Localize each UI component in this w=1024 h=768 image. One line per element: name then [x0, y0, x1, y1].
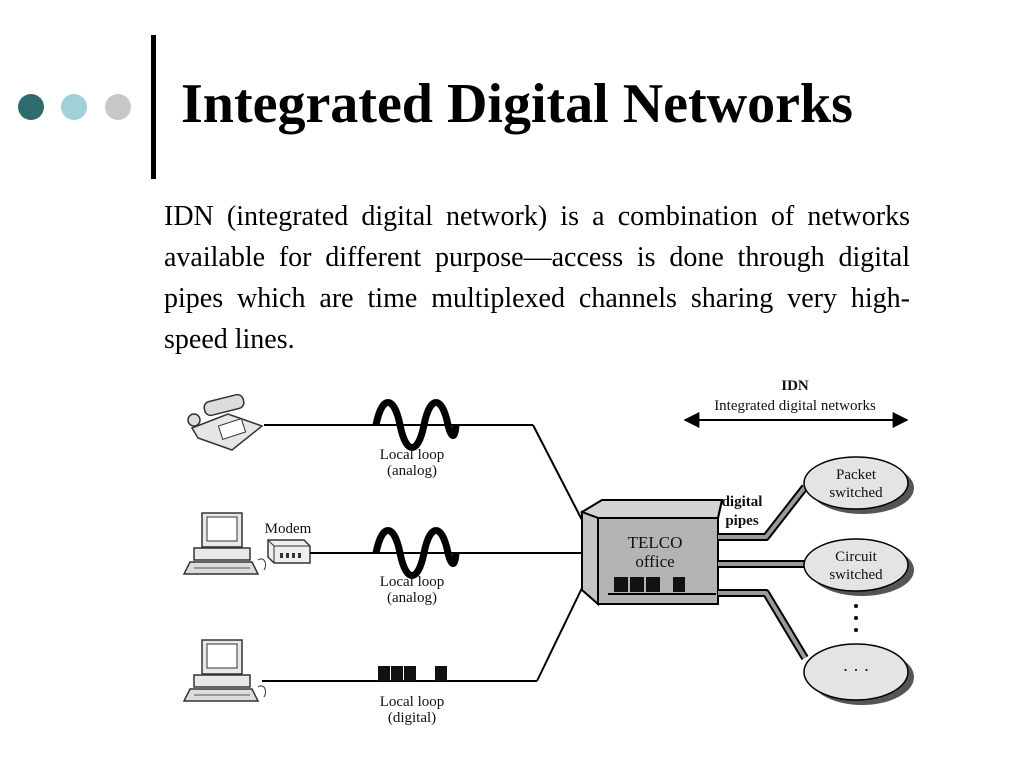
- packet-switched-network: [803, 456, 914, 514]
- telco-label-b: office: [635, 552, 674, 571]
- telco-label: TELCO: [628, 533, 683, 552]
- local-loop-analog-label-1b: (analog): [387, 463, 437, 479]
- packet-switched-label: Packet: [836, 467, 877, 483]
- dot-icon: [61, 94, 87, 120]
- vertical-ellipsis: [854, 604, 858, 632]
- telco-office-box: [579, 499, 724, 607]
- digital-pipe: [718, 589, 809, 661]
- digital-signal-icon: [378, 666, 447, 681]
- local-loop-analog-label-2b: (analog): [387, 590, 437, 606]
- telephone-icon: [187, 393, 264, 451]
- slide-title: Integrated Digital Networks: [181, 73, 853, 135]
- packet-switched-label-b: switched: [829, 485, 883, 501]
- circuit-switched-label: Circuit: [835, 549, 877, 565]
- converge-line-top: [532, 424, 583, 521]
- idn-full-label: Integrated digital networks: [714, 398, 876, 414]
- idn-diagram: IDN Integrated digital networks Local lo…: [180, 370, 920, 750]
- digital-pipes-label: digital: [722, 494, 763, 510]
- analog-wave-icon: [372, 399, 460, 451]
- local-loop-analog-label-1: Local loop: [380, 447, 445, 463]
- computer-icon: [182, 512, 267, 575]
- modem-icon: [267, 539, 311, 564]
- digital-pipe: [718, 484, 809, 541]
- local-loop-analog-label-2: Local loop: [380, 574, 445, 590]
- other-network: [803, 643, 914, 705]
- analog-wave-icon: [372, 527, 460, 579]
- dot-icon: [105, 94, 131, 120]
- slide-body-text: IDN (integrated digital network) is a co…: [164, 201, 910, 355]
- computer-icon: [182, 639, 267, 702]
- idn-abbr-label: IDN: [781, 378, 809, 394]
- dot-icon: [18, 94, 44, 120]
- converge-line-bottom: [536, 587, 583, 682]
- digital-pipes-label-b: pipes: [725, 513, 759, 529]
- other-network-label: · · ·: [843, 660, 870, 680]
- circuit-switched-network: [803, 538, 914, 596]
- modem-label: Modem: [265, 521, 312, 537]
- title-divider: [151, 35, 156, 179]
- local-loop-digital-label-b: (digital): [388, 710, 436, 726]
- circuit-switched-label-b: switched: [829, 567, 883, 583]
- decorative-dots: [18, 94, 138, 120]
- local-loop-digital-label: Local loop: [380, 694, 445, 710]
